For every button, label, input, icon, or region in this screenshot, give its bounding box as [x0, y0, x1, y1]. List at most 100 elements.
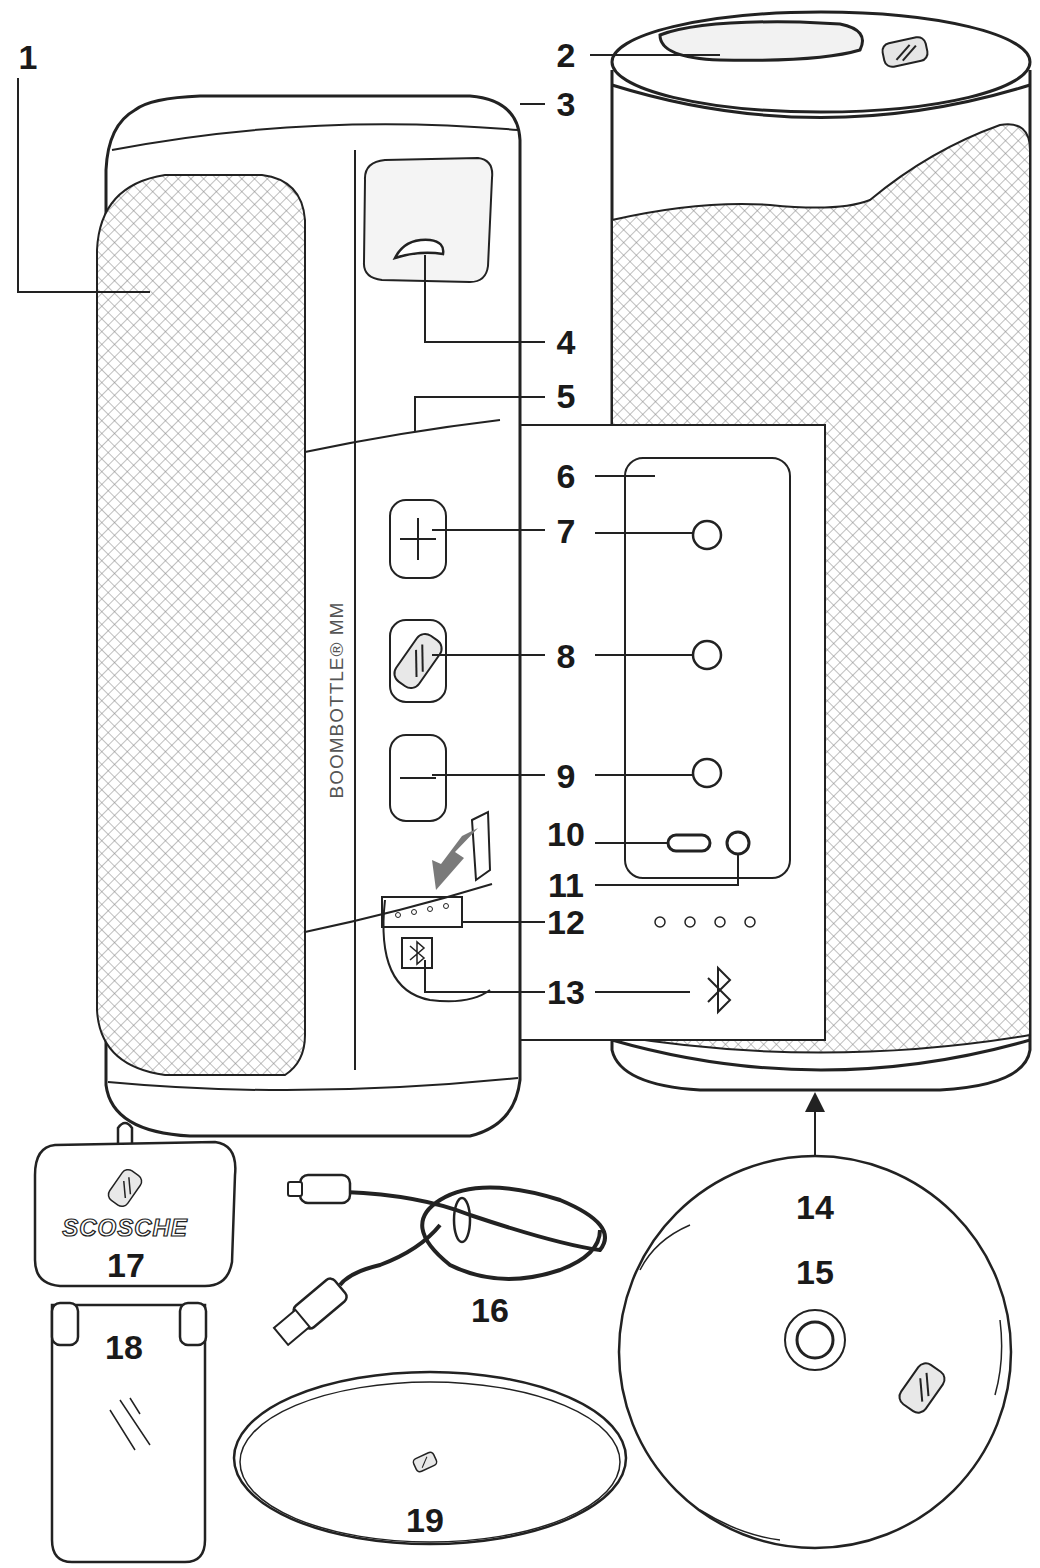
port-cover — [35, 1142, 235, 1286]
aux-jack — [727, 832, 749, 854]
inset-frame — [490, 425, 825, 1040]
product-text: BOOMBOTTLE® MM — [327, 602, 346, 799]
sleeve-tab — [52, 1303, 78, 1345]
sleeve-tab — [180, 1303, 206, 1345]
logo-mark — [106, 1167, 145, 1209]
logo-stripe — [910, 1378, 933, 1401]
callout-number: 6 — [557, 459, 576, 493]
leader-line — [415, 397, 545, 432]
bottom-rim — [612, 1040, 1030, 1070]
callout-number: 9 — [557, 759, 576, 793]
carry-slot-icon — [395, 240, 443, 258]
control-panel — [625, 458, 790, 878]
volume-down-button — [390, 735, 446, 821]
logo-mark — [412, 1451, 438, 1473]
leader-line — [462, 921, 545, 923]
band-divider — [305, 884, 492, 932]
band-divider — [305, 420, 500, 452]
glare-line — [110, 1398, 150, 1450]
minus-sign — [400, 777, 436, 779]
callout-number: 7 — [557, 514, 576, 548]
base-pad-edge — [240, 1382, 620, 1542]
logo-stripe — [916, 1373, 939, 1396]
leader-line — [595, 475, 655, 477]
button-contact — [693, 759, 721, 787]
led-dot — [715, 917, 725, 927]
callout-number: 4 — [557, 325, 576, 359]
callout-number: 18 — [105, 1330, 143, 1364]
callout-number: 15 — [796, 1255, 834, 1289]
callout-number: 3 — [557, 87, 576, 121]
control-detail-inset — [490, 425, 825, 1040]
callout-number: 1 — [19, 40, 38, 74]
logo-stripe — [121, 1177, 137, 1194]
callout-number: 16 — [471, 1293, 509, 1327]
base-pad — [234, 1372, 626, 1544]
control-strip — [354, 150, 356, 1070]
speaker-base — [619, 1156, 1011, 1548]
top-recess — [364, 158, 492, 282]
bottom-rim — [108, 1078, 518, 1090]
micro-usb-plug — [300, 1175, 350, 1203]
led-dot — [412, 910, 417, 915]
leader-line — [520, 103, 545, 105]
leader-line — [595, 842, 668, 844]
logo-plate — [390, 630, 445, 692]
lower-recess — [383, 900, 490, 1001]
top-cap-rim — [612, 85, 1030, 118]
callout-number: 13 — [547, 975, 585, 1009]
button-contact — [693, 641, 721, 669]
logo-plate — [106, 1167, 145, 1209]
button-contact — [693, 521, 721, 549]
bluetooth-symbol — [410, 942, 424, 964]
leader-line — [18, 78, 150, 292]
led-dot — [655, 917, 665, 927]
usb-cable — [274, 1175, 605, 1345]
logo-stripe — [900, 46, 918, 61]
callout-number: 5 — [557, 379, 576, 413]
bluetooth-symbol — [708, 968, 730, 1012]
bluetooth-window — [402, 938, 432, 968]
speaker-front-view — [97, 96, 520, 1136]
callout-number: 8 — [557, 639, 576, 673]
cable-wire — [340, 1225, 440, 1285]
play-button — [390, 620, 446, 702]
led-dot — [685, 917, 695, 927]
plug-tip — [288, 1182, 302, 1196]
arrow-head — [805, 1092, 825, 1112]
led-window — [382, 897, 462, 927]
top-cap — [612, 12, 1030, 112]
logo-plate — [896, 1360, 948, 1417]
mount-hole — [797, 1322, 833, 1358]
leader-line — [425, 255, 545, 342]
plug-tip — [274, 1310, 310, 1345]
logo-stripe — [419, 1457, 431, 1468]
callout-number: 11 — [548, 868, 584, 902]
callout-number: 19 — [406, 1503, 444, 1537]
top-rim — [112, 124, 518, 150]
callout-number: 12 — [547, 905, 585, 939]
led-dot — [745, 917, 755, 927]
logo-stripe — [403, 650, 429, 677]
led-dot — [396, 913, 401, 918]
volume-up-button — [390, 500, 446, 578]
logo-plate — [881, 36, 929, 69]
logo-plate — [412, 1451, 438, 1473]
logo-mark — [881, 36, 929, 69]
logo-mark — [390, 630, 445, 692]
cable-tie — [454, 1198, 470, 1242]
callout-number: 17 — [107, 1248, 145, 1282]
product-text: SCOSCHE — [62, 1216, 188, 1240]
leader-line — [590, 54, 720, 56]
mount-ring — [785, 1310, 845, 1370]
logo-stripe — [410, 644, 436, 671]
callout-number: 2 — [557, 38, 576, 72]
callout-number: 10 — [547, 817, 585, 851]
base-rim-notch — [640, 1225, 1002, 1540]
speaker-grille — [97, 175, 305, 1075]
usb-port — [668, 835, 710, 851]
open-arrow — [432, 828, 478, 890]
logo-mark — [896, 1360, 948, 1417]
